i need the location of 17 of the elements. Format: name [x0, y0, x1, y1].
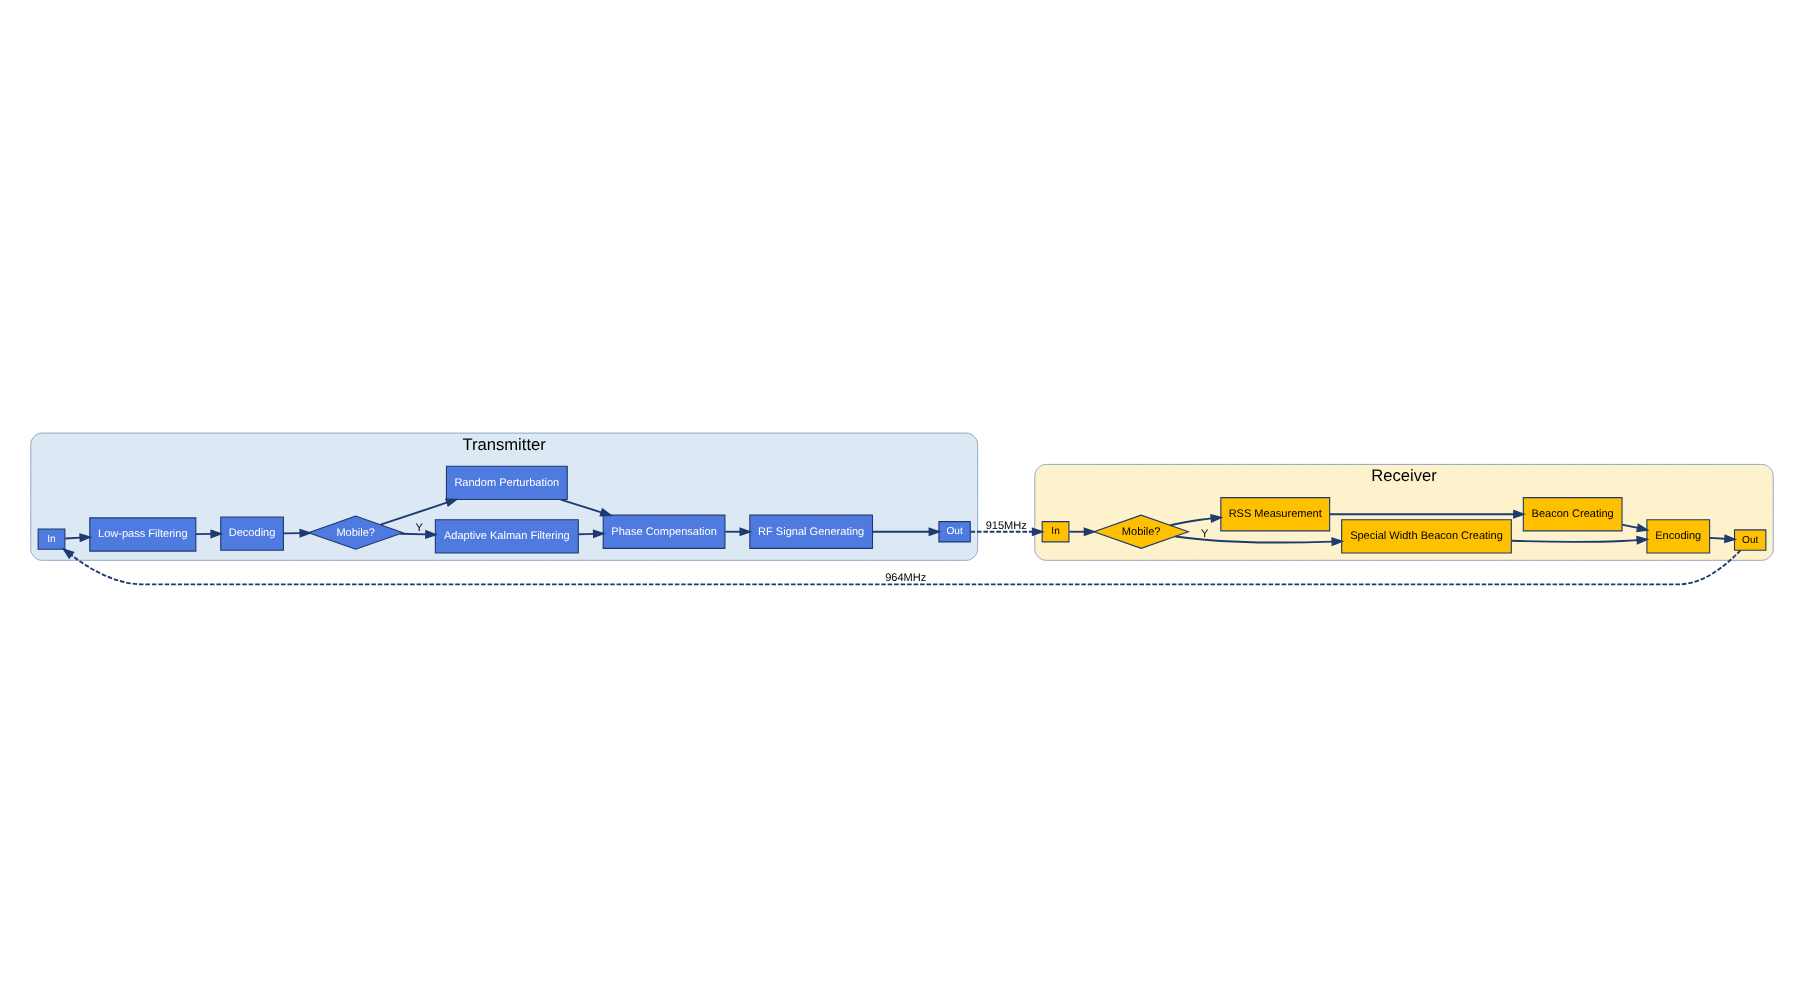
arrow	[194, 528, 224, 538]
arrow	[282, 527, 313, 537]
arrow	[559, 497, 613, 516]
arrow	[1621, 522, 1650, 532]
arrow	[64, 532, 93, 542]
arrow	[1068, 526, 1097, 536]
arrow	[577, 528, 606, 538]
arrow	[1328, 508, 1527, 518]
arrow	[61, 546, 1742, 585]
arrow	[1174, 534, 1345, 546]
arrow	[724, 526, 753, 536]
arrow	[399, 528, 439, 538]
arrow	[871, 526, 942, 536]
arrow	[969, 526, 1045, 536]
arrow	[379, 497, 459, 525]
arrow	[1169, 513, 1224, 526]
arrow	[1510, 534, 1650, 544]
